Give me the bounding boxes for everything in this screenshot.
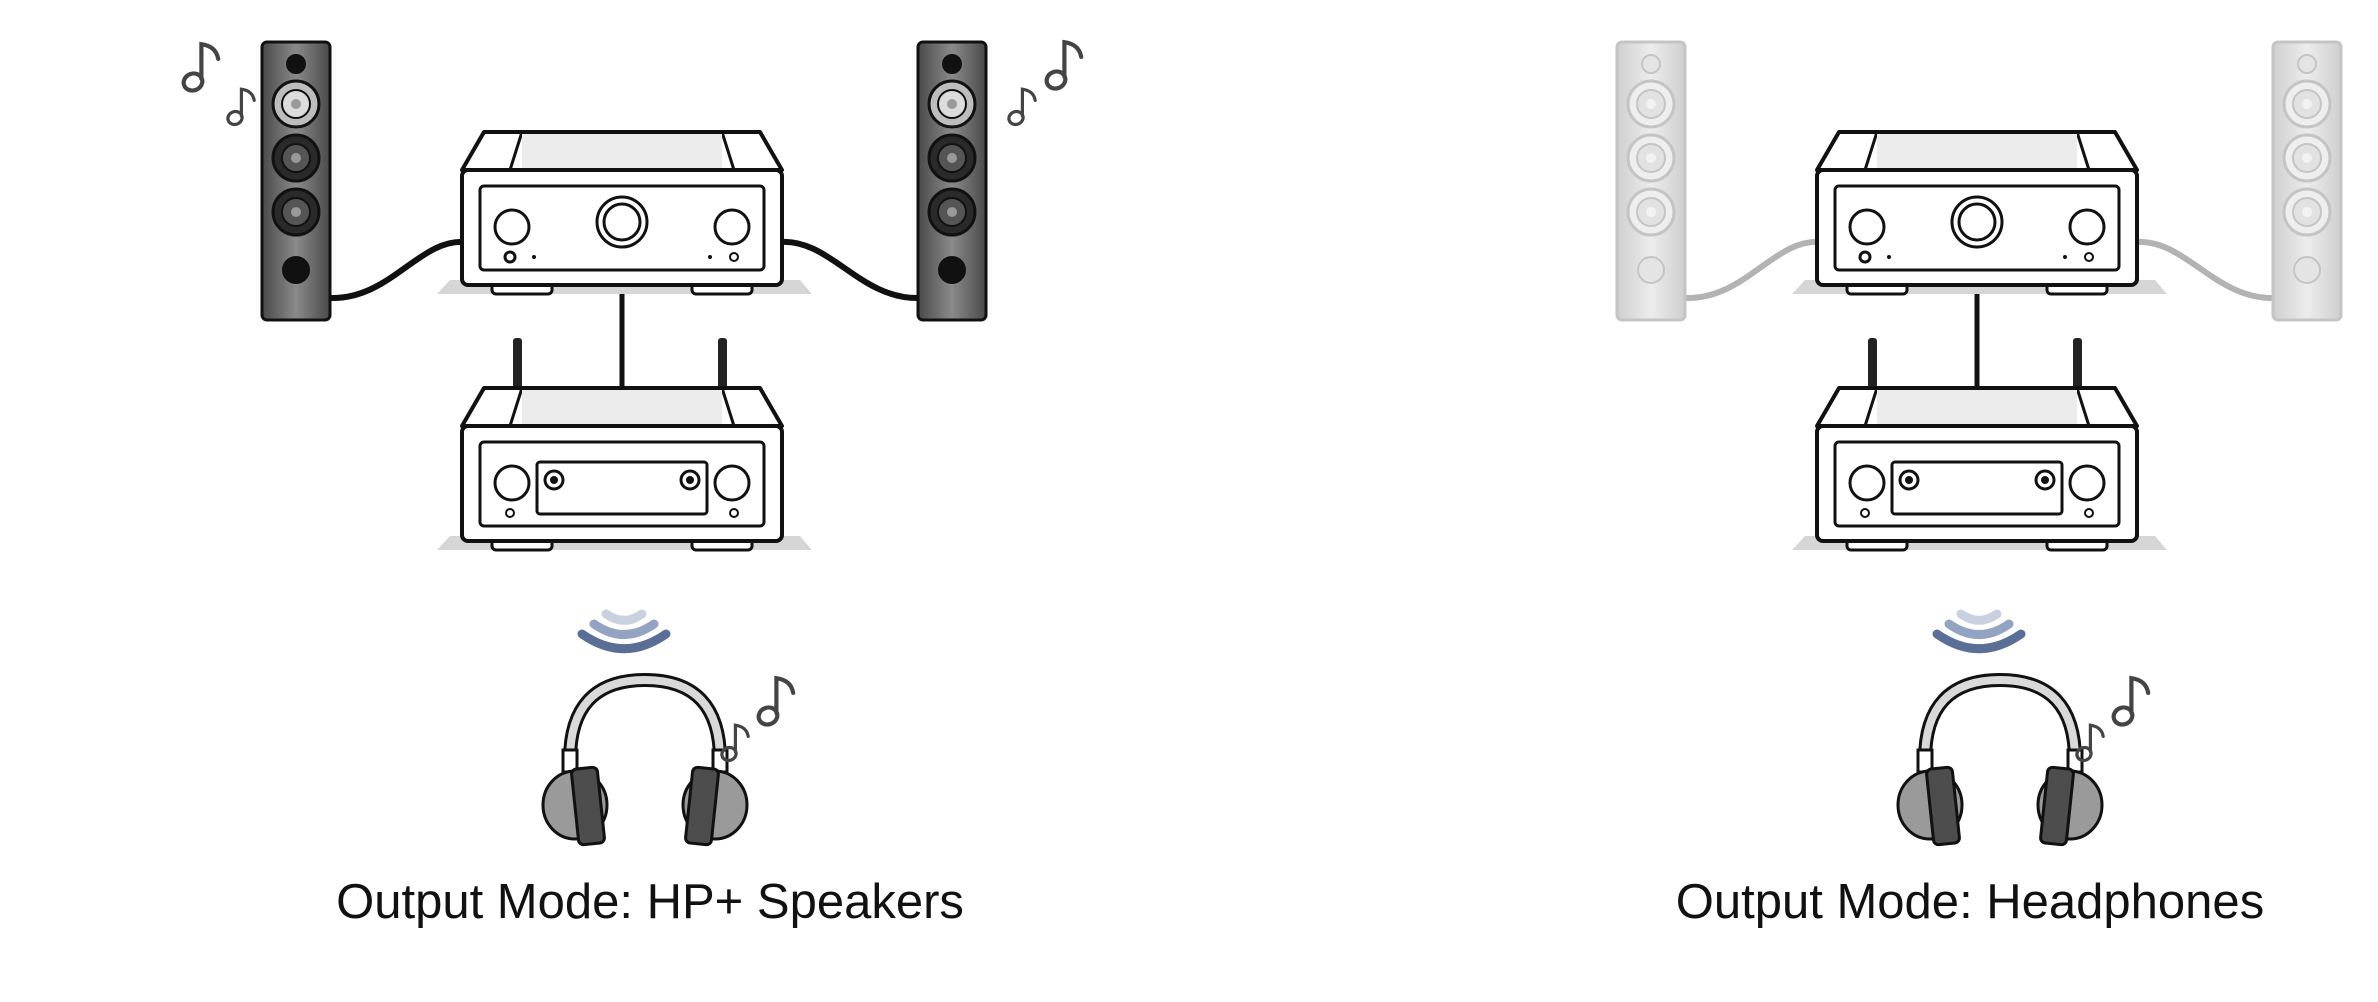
music-note-icon — [720, 723, 750, 763]
caption-hp-speakers: Output Mode: HP+ Speakers — [336, 875, 964, 929]
speaker-icon — [916, 40, 988, 322]
wireless-signal-icon — [1932, 609, 2026, 654]
amplifier-icon — [1792, 130, 2167, 296]
caption-headphones: Output Mode: Headphones — [1675, 875, 2265, 929]
antenna — [513, 338, 522, 388]
speaker-icon — [1615, 40, 1687, 322]
antenna — [2073, 338, 2082, 388]
wireless-signal-icon — [577, 609, 671, 654]
antenna — [1868, 338, 1877, 388]
music-note-icon — [2075, 723, 2105, 763]
receiver-icon — [437, 386, 812, 552]
music-note-icon — [1007, 87, 1037, 127]
headphones-icon — [541, 672, 749, 847]
amplifier-icon — [437, 130, 812, 296]
headphones-icon — [1896, 672, 2104, 847]
antenna — [718, 338, 727, 388]
speaker-cable — [1684, 238, 1821, 302]
panel-headphones — [1615, 40, 2343, 847]
speaker-cable — [779, 238, 921, 302]
music-note-icon — [2111, 675, 2151, 727]
speaker-cable — [2134, 238, 2276, 302]
receiver-icon — [1792, 386, 2167, 552]
music-note-icon — [181, 41, 221, 93]
music-note-icon — [756, 675, 796, 727]
speaker-icon — [260, 40, 332, 322]
music-note-icon — [1044, 39, 1084, 91]
speaker-cable — [329, 238, 466, 302]
speaker-icon — [2271, 40, 2343, 322]
panel-hp-speakers — [181, 39, 1084, 847]
music-note-icon — [226, 87, 256, 127]
